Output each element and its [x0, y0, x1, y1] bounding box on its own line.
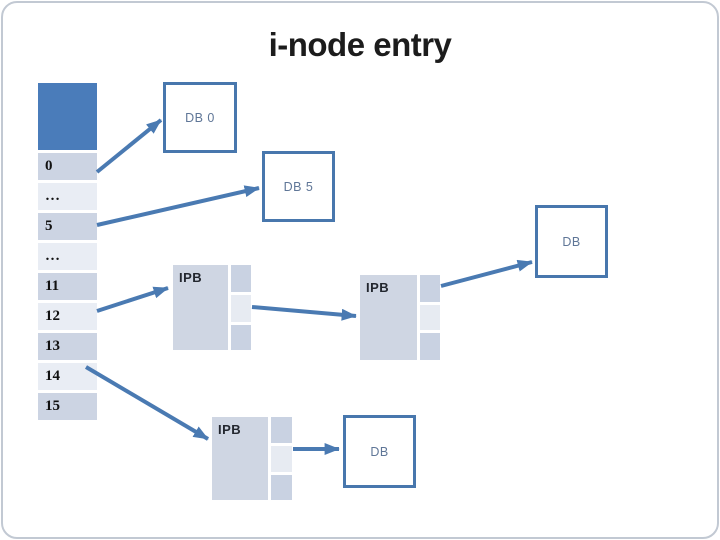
inode-row-11: 11 — [38, 273, 97, 300]
ipb2-cell-3 — [420, 333, 440, 360]
ipb1-cell-2 — [231, 295, 251, 322]
db5-box: DB 5 — [262, 151, 335, 222]
inode-row-12: 12 — [38, 303, 97, 330]
db5-label: DB 5 — [283, 179, 314, 194]
db-right-box: DB — [535, 205, 608, 278]
inode-header-block — [38, 83, 97, 150]
inode-row-15: 15 — [38, 393, 97, 420]
arrow-entry14-to-ipb3 — [84, 365, 210, 441]
inode-row-13: 13 — [38, 333, 97, 360]
db0-label: DB 0 — [185, 110, 215, 125]
inode-row-14: 14 — [38, 363, 97, 390]
db0-box: DB 0 — [163, 82, 237, 153]
inode-row-dots-2: … — [38, 243, 97, 270]
db-right-label: DB — [562, 234, 581, 249]
inode-row-5: 5 — [38, 213, 97, 240]
page-title: i-node entry — [268, 26, 452, 63]
arrow-entry5-to-db5 — [96, 185, 260, 227]
ipb3-cell-3 — [271, 475, 292, 500]
ipb3-cell-2 — [271, 446, 292, 472]
arrow-ipb1-to-ipb2 — [251, 305, 357, 321]
ipb2-cell-1 — [420, 275, 440, 302]
ipb2-body: IPB — [360, 275, 417, 360]
ipb3-body: IPB — [212, 417, 268, 500]
db-bottom-label: DB — [370, 444, 389, 459]
arrow-ipb2-to-db — [440, 259, 533, 288]
ipb1-body: IPB — [173, 265, 228, 350]
ipb1-cell-1 — [231, 265, 251, 292]
arrow-entry0-to-db0 — [95, 118, 163, 174]
inode-row-dots-1: … — [38, 183, 97, 210]
ipb3-cell-1 — [271, 417, 292, 443]
arrow-entry12-to-ipb1 — [96, 286, 169, 313]
inode-row-0: 0 — [38, 153, 97, 180]
ipb2-cell-2 — [420, 305, 440, 330]
db-bottom-box: DB — [343, 415, 416, 488]
ipb1-cell-3 — [231, 325, 251, 350]
